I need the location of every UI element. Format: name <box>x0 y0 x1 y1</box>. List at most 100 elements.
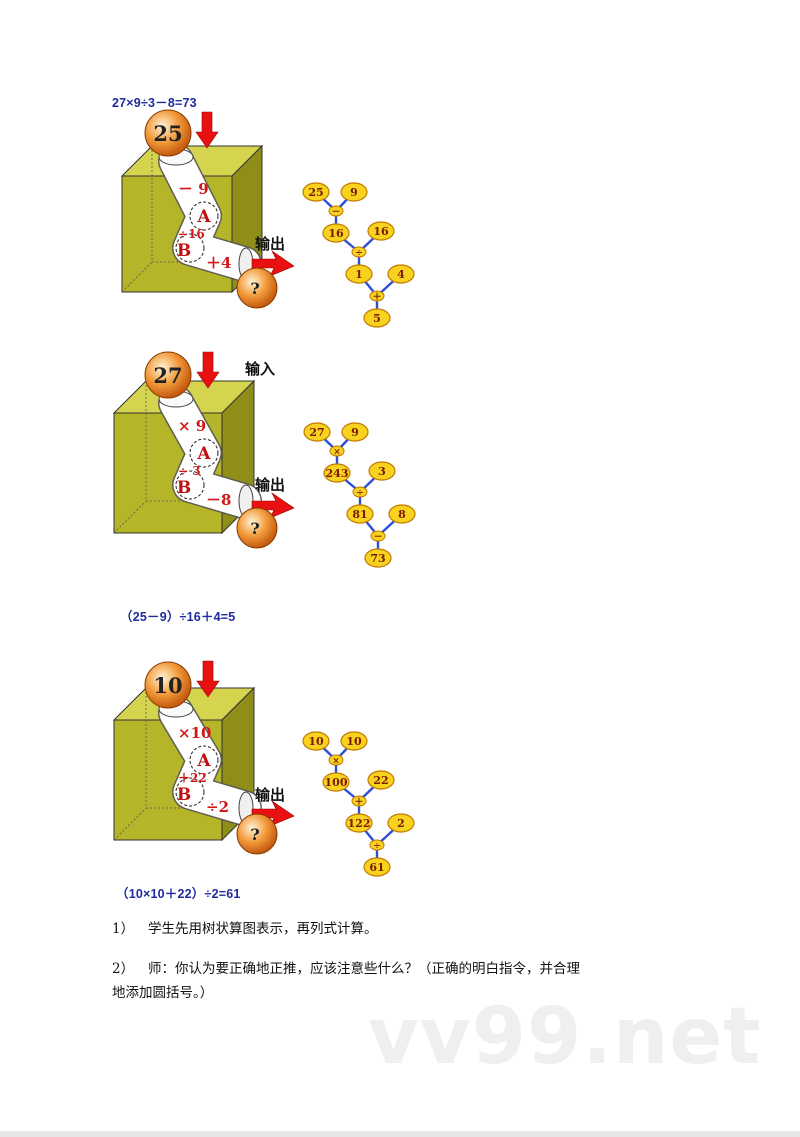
input-ball <box>144 109 192 157</box>
tree-intermediate-2-oval <box>345 813 373 833</box>
tree-intermediate-1-oval <box>322 772 350 792</box>
output-label: 输出 <box>255 476 285 494</box>
tree-leaf-2: 9 <box>351 426 359 439</box>
tree-op-2: ÷ <box>356 489 364 499</box>
input-value: 27 <box>153 363 182 388</box>
output-question: ? <box>250 279 259 298</box>
input-label: 输入 <box>245 360 275 378</box>
tree-op-3: － <box>373 533 382 543</box>
tree-intermediate-1-oval <box>322 223 350 243</box>
joint-b-label: B <box>177 241 191 261</box>
tree-result-oval <box>363 308 391 328</box>
paragraph-text: 师：你认为要正确地正推，应该注意些什么？（正确的明白指令，并合理 <box>148 961 580 977</box>
tree-op-3: ＋ <box>372 292 381 303</box>
pipe-op-2: ÷16 <box>178 227 205 241</box>
tree-op-2-oval <box>351 246 367 258</box>
tree-result: 73 <box>370 552 385 565</box>
input-arrow <box>196 660 220 698</box>
formula-top: 27×9÷3－8=73 <box>112 96 197 110</box>
paragraph-text: 学生先用树状算图表示，再列式计算。 <box>148 921 378 937</box>
paragraph-continuation: 地添加圆括号。） <box>112 985 214 1001</box>
tree-leaf-4-oval <box>388 504 416 524</box>
input-ball <box>144 351 192 399</box>
input-arrow <box>195 111 219 149</box>
tree-leaf-4: 8 <box>398 508 406 521</box>
joint-a-label: A <box>196 207 211 227</box>
tree-op-3-oval <box>369 290 385 302</box>
output-ball <box>236 507 278 549</box>
input-arrow <box>196 351 220 389</box>
pipe-op-3: ÷2 <box>206 798 229 816</box>
formula-middle: （25－9）÷16＋4=5 <box>120 610 236 624</box>
output-ball <box>236 813 278 855</box>
input-ball <box>144 661 192 709</box>
tree-leaf-3-oval <box>367 221 395 241</box>
tree-op-1: × <box>333 448 341 458</box>
tree-intermediate-2-oval <box>345 264 373 284</box>
output-question: ? <box>250 519 259 538</box>
tree-leaf-4: 4 <box>397 268 405 281</box>
tree-leaf-2: 9 <box>350 186 358 199</box>
tree-intermediate-1: 16 <box>328 227 344 240</box>
pipe-op-2: ÷ 3 <box>178 464 201 478</box>
joint-a-ring <box>189 201 219 231</box>
joint-a-label: A <box>196 751 211 771</box>
tree-op-1-oval <box>329 445 345 457</box>
pipe-op-3: －8 <box>206 491 231 509</box>
tree-leaf-3-oval <box>367 770 395 790</box>
pipe-body <box>159 386 261 518</box>
tree-op-3: ÷ <box>373 842 381 852</box>
joint-b-label: B <box>177 478 191 498</box>
tree-leaf-2-oval <box>340 182 368 202</box>
tree-leaf-4: 2 <box>397 817 405 830</box>
pipe-op-1: － 9 <box>178 180 209 198</box>
watermark: vv99.net <box>368 992 762 1082</box>
tree-leaf-2: 10 <box>346 735 362 748</box>
formula-bottom: （10×10＋22）÷2=61 <box>116 887 241 901</box>
tree-op-1-oval <box>328 205 344 217</box>
tree-leaf-1: 10 <box>308 735 324 748</box>
pipe-body <box>159 144 261 281</box>
tree-op-2-oval <box>351 795 367 807</box>
paragraph-number: 2） <box>112 961 135 977</box>
joint-b-label: B <box>177 785 191 805</box>
output-label: 输出 <box>255 235 285 253</box>
tree-op-2: ÷ <box>355 249 363 259</box>
tree-intermediate-2-oval <box>346 504 374 524</box>
pipe-op-2: ＋22 <box>178 771 207 785</box>
tree-result-oval <box>363 857 391 877</box>
tree-leaf-3: 22 <box>373 774 388 787</box>
tree-op-3-oval <box>370 530 386 542</box>
joint-b-ring <box>175 777 205 807</box>
tree-leaf-3-oval <box>368 461 396 481</box>
output-ball <box>236 267 278 309</box>
tree-op-1: － <box>331 208 340 218</box>
tree-op-2: ＋ <box>354 797 363 808</box>
joint-b-ring <box>175 233 205 263</box>
box-hidden-edge <box>113 807 147 841</box>
joint-b-ring <box>175 470 205 500</box>
tree-leaf-3: 16 <box>373 225 389 238</box>
box-hidden-edge <box>113 500 147 534</box>
paragraph-number: 1） <box>112 921 135 937</box>
input-value: 25 <box>153 121 182 146</box>
tree-result: 61 <box>369 861 384 874</box>
tree-op-3-oval <box>369 839 385 851</box>
tree-leaf-1-oval <box>302 182 330 202</box>
page-bottom-edge <box>0 1131 800 1137</box>
pipe-op-1: ×10 <box>178 724 211 742</box>
tree-leaf-1-oval <box>302 731 330 751</box>
output-question: ? <box>250 825 259 844</box>
pipe-op-1: × 9 <box>178 417 206 435</box>
joint-a-label: A <box>196 444 211 464</box>
paragraph-2: 2） 师：你认为要正确地正推，应该注意些什么？（正确的明白指令，并合理 地添加圆括… <box>112 957 712 1005</box>
tree-leaf-1: 25 <box>308 186 323 199</box>
tree-result: 5 <box>373 312 381 325</box>
input-value: 10 <box>153 673 182 698</box>
pipe-body <box>159 696 261 825</box>
joint-a-ring <box>189 745 219 775</box>
